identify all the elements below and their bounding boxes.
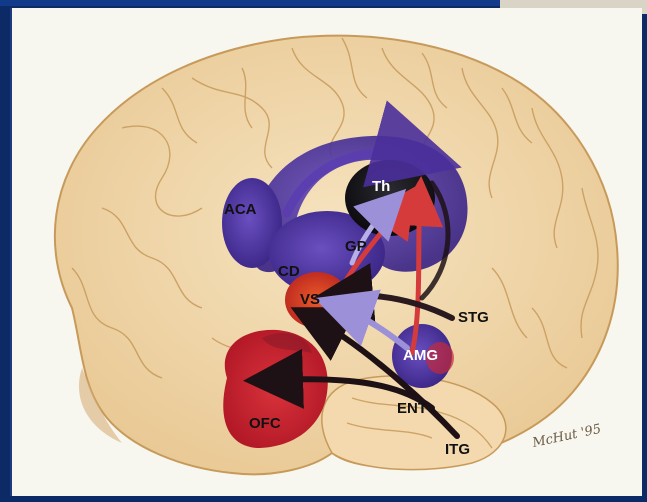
label-cd: CD: [278, 263, 300, 280]
label-aca: ACA: [224, 201, 257, 218]
label-itg: ITG: [445, 441, 470, 458]
label-ofc: OFC: [249, 415, 281, 432]
brain-illustration: ACA Th GP CD VS STG AMG ENT OFC ITG McHu…: [12, 8, 642, 496]
artist-signature: McHut '95: [530, 422, 602, 451]
top-border-strip: [0, 0, 500, 6]
illustration-canvas: ACA Th GP CD VS STG AMG ENT OFC ITG McHu…: [10, 8, 642, 496]
label-stg: STG: [458, 309, 489, 326]
label-th: Th: [372, 178, 390, 195]
label-amg: AMG: [403, 347, 438, 364]
label-gp: GP: [345, 238, 367, 255]
label-ent: ENT: [397, 400, 427, 417]
label-vs: VS: [300, 291, 320, 308]
